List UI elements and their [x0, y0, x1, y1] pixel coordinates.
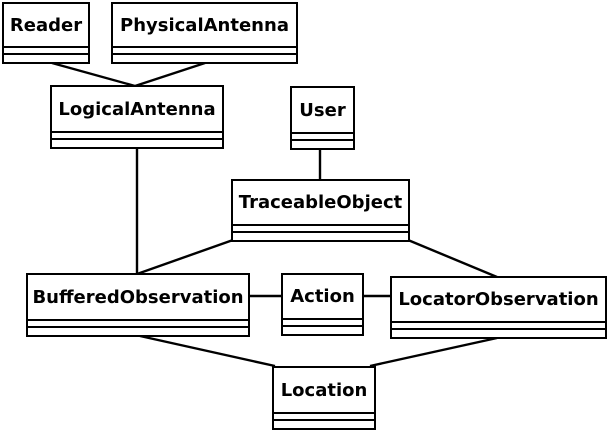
class-action[interactable]: Action [281, 273, 364, 336]
assoc-reader-logicalantenna [51, 61, 136, 88]
assoc-bufferedobservation-location [139, 334, 276, 368]
class-traceable-object-name: TraceableObject [233, 181, 408, 226]
class-reader-attributes [4, 48, 88, 55]
class-locator-observation-operations [392, 330, 605, 337]
class-buffered-observation[interactable]: BufferedObservation [26, 273, 250, 337]
class-locator-observation-name: LocatorObservation [392, 278, 605, 323]
class-buffered-observation-name: BufferedObservation [28, 275, 248, 321]
class-action-operations [283, 327, 362, 334]
class-physical-antenna-name: PhysicalAntenna [113, 4, 296, 48]
assoc-locatorobservation-location [369, 336, 498, 368]
class-logical-antenna[interactable]: LogicalAntenna [50, 85, 224, 149]
class-location-name: Location [274, 368, 374, 414]
class-action-name: Action [283, 275, 362, 320]
class-physical-antenna-operations [113, 55, 296, 62]
class-traceable-object-attributes [233, 226, 408, 233]
class-user-operations [292, 141, 353, 148]
class-user-attributes [292, 134, 353, 141]
class-locator-observation-attributes [392, 323, 605, 330]
class-reader-operations [4, 55, 88, 62]
class-location-operations [274, 421, 374, 428]
class-traceable-object-operations [233, 233, 408, 240]
assoc-traceableobject-bufferedobservation [136, 238, 234, 276]
class-physical-antenna[interactable]: PhysicalAntenna [111, 2, 298, 64]
assoc-physicalantenna-logicalantenna [134, 61, 206, 88]
class-buffered-observation-operations [28, 328, 248, 335]
class-logical-antenna-attributes [52, 133, 222, 140]
class-location-attributes [274, 414, 374, 421]
class-reader-name: Reader [4, 4, 88, 48]
class-logical-antenna-name: LogicalAntenna [52, 87, 222, 133]
class-user-name: User [292, 88, 353, 134]
assoc-traceableobject-locatorobservation [407, 238, 498, 279]
class-locator-observation[interactable]: LocatorObservation [390, 276, 607, 339]
class-user[interactable]: User [290, 86, 355, 150]
class-buffered-observation-attributes [28, 321, 248, 328]
class-reader[interactable]: Reader [2, 2, 90, 64]
class-physical-antenna-attributes [113, 48, 296, 55]
class-action-attributes [283, 320, 362, 327]
class-location[interactable]: Location [272, 366, 376, 430]
class-logical-antenna-operations [52, 140, 222, 147]
class-traceable-object[interactable]: TraceableObject [231, 179, 410, 242]
